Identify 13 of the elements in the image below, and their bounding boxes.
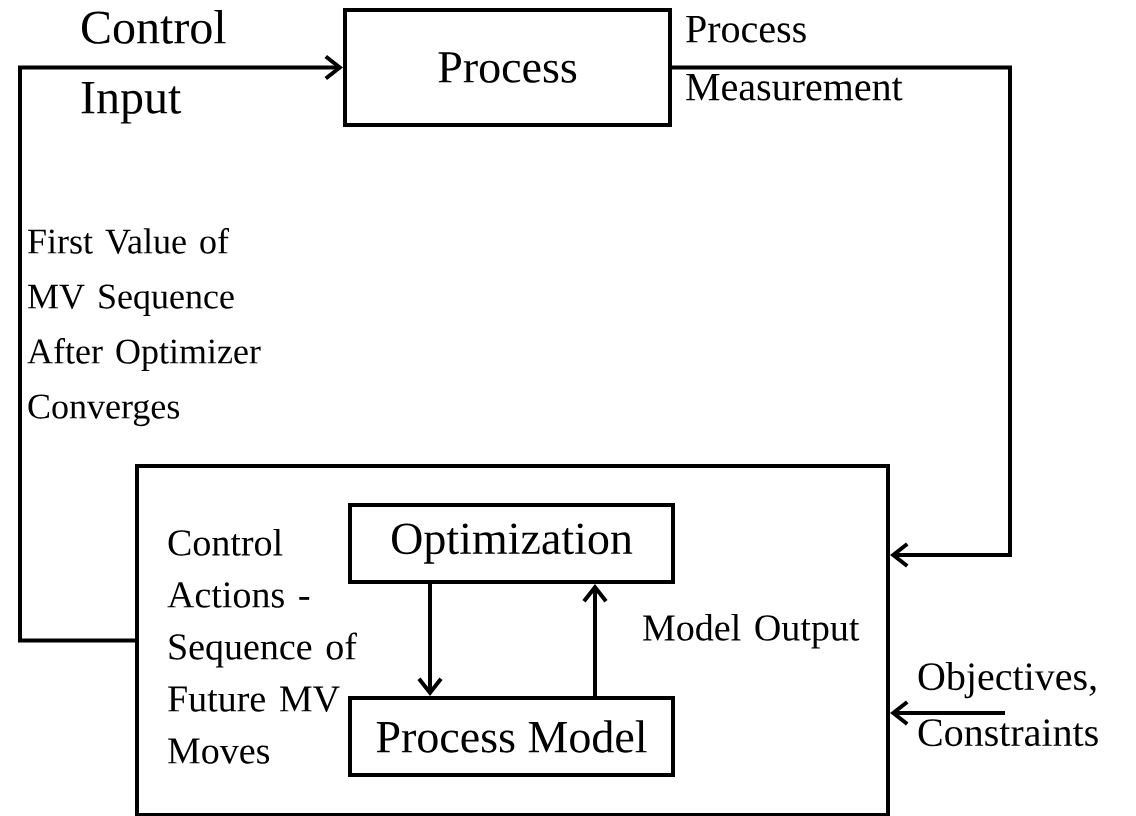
- annotation-text: First Value of MV Sequence After Optimizer Converges: [27, 228, 261, 427]
- arrow: [672, 65, 1012, 568]
- arrow: [582, 584, 608, 696]
- edge-label: Control Input: [81, 10, 226, 124]
- edge-label: Process Measurement: [686, 16, 903, 101]
- arrow: [890, 700, 1005, 726]
- arrow: [417, 584, 443, 696]
- arrow: [18, 54, 343, 643]
- edge-label: Model Output: [643, 614, 860, 649]
- edge-label: Objectives, Constraints: [918, 662, 1098, 747]
- model-box: Process Model: [348, 696, 675, 777]
- process-box: Process: [343, 8, 672, 127]
- optimization-box: Optimization: [348, 503, 675, 584]
